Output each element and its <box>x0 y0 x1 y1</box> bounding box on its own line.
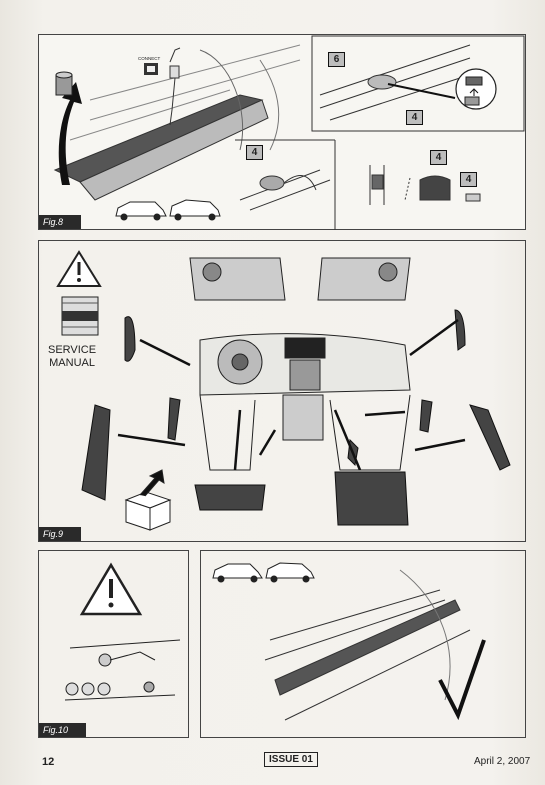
callout-4-a: 4 <box>406 110 423 125</box>
clip-part-icon <box>464 76 483 106</box>
pointer-arrows <box>117 318 466 471</box>
box-icon <box>124 469 172 531</box>
harness-clip-illustration <box>369 165 481 205</box>
dashboard-top-left-illustration <box>189 257 286 301</box>
car-icon-right <box>169 199 221 221</box>
connector-icon <box>144 47 181 126</box>
sill-plate-illustration <box>53 44 301 201</box>
issue-date: April 2, 2007 <box>474 756 531 767</box>
dashboard-illustration <box>199 333 411 471</box>
issue-badge: ISSUE 01 <box>264 752 318 767</box>
car-icon-fig10-left <box>212 563 263 583</box>
warning-triangle-icon-fig10 <box>79 562 143 616</box>
bin-icon <box>55 71 73 96</box>
remove-arrow-icon <box>58 82 82 185</box>
figure-10-label: Fig.10 <box>39 723 87 737</box>
sill-installed-illustration <box>264 569 471 721</box>
figure-9-label: Fig.9 <box>39 527 82 541</box>
service-line-2: MANUAL <box>49 357 95 369</box>
car-icon-left <box>115 201 167 221</box>
clip-removal-illustration <box>64 639 181 701</box>
callout-6: 6 <box>328 52 345 67</box>
figure-9-panel: Fig.9 <box>38 240 526 542</box>
figure-10-right-panel <box>200 550 526 738</box>
clip-detail-illustration <box>319 44 471 121</box>
callout-4-c: 4 <box>430 150 447 165</box>
figure-8-label: Fig.8 <box>39 215 82 229</box>
warning-triangle-icon-fig9 <box>56 250 102 287</box>
figure-10-left-panel: Fig.10 <box>38 550 189 738</box>
checkmark-icon <box>438 639 486 721</box>
callout-4-d: 4 <box>460 172 477 187</box>
dashboard-top-right-illustration <box>317 257 411 301</box>
cable-detail-illustration <box>239 169 331 211</box>
service-line-1: SERVICE <box>48 344 97 356</box>
trim-parts <box>81 309 511 526</box>
service-manual-text: SERVICE MANUAL <box>48 344 96 370</box>
page-number: 12 <box>42 756 55 768</box>
callout-4-b: 4 <box>246 145 263 160</box>
connect-label: CONNECT <box>138 56 161 61</box>
service-manual-icon <box>61 296 99 336</box>
car-icon-fig10-right <box>265 562 315 583</box>
